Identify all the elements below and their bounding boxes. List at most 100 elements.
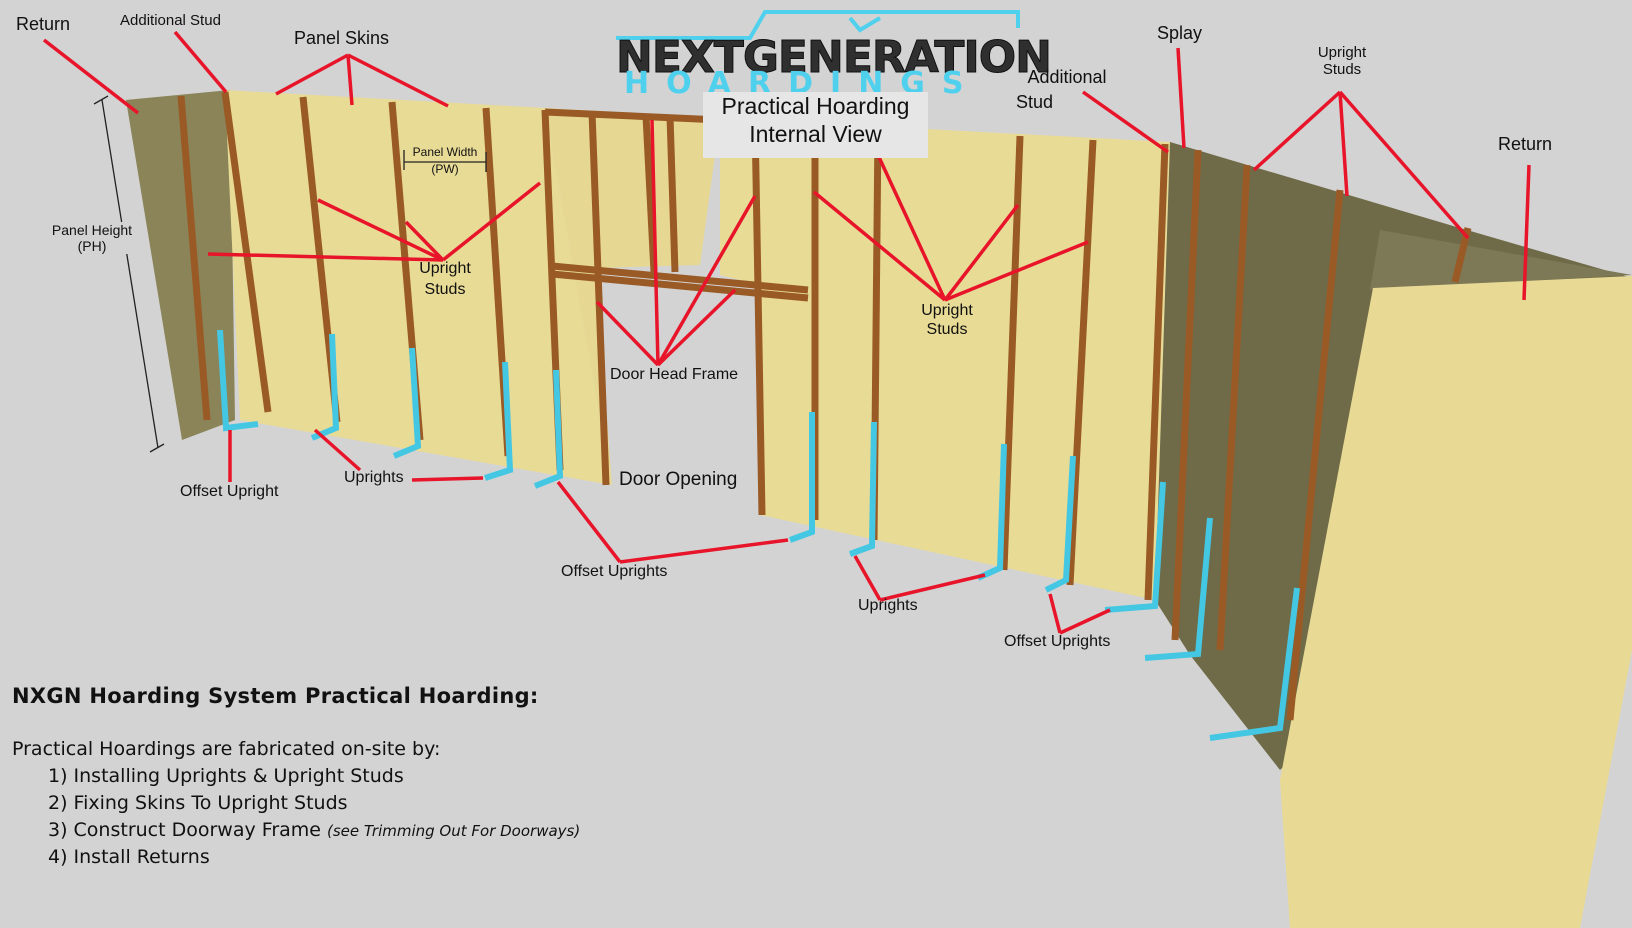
leader-line — [1338, 90, 1470, 240]
leader-line — [656, 195, 757, 366]
notes-step-text: 4) Install Returns — [48, 846, 210, 868]
label-additional-stud-right-1: Additional — [1027, 67, 1107, 87]
wall-panel-left — [225, 90, 612, 485]
stud — [588, 111, 610, 486]
label-panel-width: Panel Width (PW) — [404, 145, 486, 177]
label-upright-studs-right-2: Studs — [1322, 61, 1362, 79]
leader-line — [944, 240, 1089, 302]
dimension-line — [149, 443, 165, 453]
label-upright-studs-right: Upright Studs — [1302, 44, 1382, 79]
stud — [1171, 149, 1202, 641]
label-upright-studs-right-1: Upright — [1317, 44, 1367, 61]
label-offset-uprights-right: Offset Uprights — [1004, 633, 1111, 650]
stud — [1144, 143, 1169, 601]
upright — [217, 329, 259, 432]
label-uprights-right: Uprights — [858, 597, 918, 614]
label-upright-studs-mid-1: Upright — [921, 302, 973, 319]
label-offset-uprights-mid: Offset Uprights — [561, 563, 668, 580]
notes-step-text: 3) Construct Doorway Frame — [48, 819, 321, 841]
door-head-frame — [544, 108, 721, 124]
upright — [1209, 587, 1300, 741]
notes-block: NXGN Hoarding System Practical Hoarding:… — [12, 684, 580, 868]
title-line-2: Internal View — [749, 121, 882, 147]
notes-intro: Practical Hoardings are fabricated on-si… — [12, 738, 441, 760]
label-panel-height: Panel Height (PH) — [40, 222, 144, 255]
label-panel-skins: Panel Skins — [294, 28, 390, 48]
leader-line — [207, 252, 444, 262]
upright — [788, 412, 815, 543]
stud — [1066, 139, 1097, 586]
notes-step: 3) Construct Doorway Frame (see Trimming… — [48, 819, 580, 841]
return-panel-left — [126, 90, 235, 440]
return-panel-right — [1280, 276, 1632, 928]
upright — [484, 361, 514, 481]
title-box: Practical Hoarding Internal View — [703, 92, 928, 158]
leader-line — [1059, 608, 1111, 635]
leader-line — [347, 53, 449, 108]
leader-line — [556, 480, 622, 564]
stud — [1216, 164, 1251, 651]
label-upright-studs-left: Upright Studs — [405, 260, 485, 300]
dimension-line — [101, 99, 159, 449]
leader-line — [812, 190, 947, 302]
upright — [848, 421, 877, 557]
label-panel-height-abbr: (PH) — [77, 238, 107, 255]
notes-step-text: 2) Fixing Skins To Upright Studs — [48, 792, 348, 814]
label-upright-studs-mid-2: Studs — [926, 321, 968, 339]
label-upright-studs-left-2: Studs — [424, 281, 466, 299]
stud — [177, 95, 211, 421]
label-return-right: Return — [1498, 134, 1553, 154]
leader-lines — [42, 30, 1531, 635]
notes-heading: NXGN Hoarding System Practical Hoarding: — [12, 684, 539, 708]
label-splay: Splay — [1157, 23, 1203, 43]
label-offset-upright: Offset Upright — [180, 483, 279, 500]
leader-line — [346, 54, 354, 106]
stud — [221, 91, 272, 413]
logo-wordmark-top: NEXTGENERATION — [615, 32, 1052, 84]
label-upright-studs-mid: Upright Studs — [907, 302, 987, 340]
label-panel-height-text: Panel Height — [51, 222, 133, 238]
label-uprights-left: Uprights — [344, 469, 404, 486]
leader-line — [650, 119, 660, 366]
door-head-frame — [551, 270, 809, 302]
leader-line — [943, 203, 1020, 302]
upright — [1044, 455, 1076, 593]
leader-line — [876, 154, 947, 301]
notes-step: 4) Install Returns — [48, 846, 580, 868]
leader-line — [441, 181, 542, 262]
leader-line — [595, 300, 660, 367]
leader-line — [411, 476, 484, 482]
leader-line — [1252, 90, 1342, 172]
notes-step: 1) Installing Uprights & Upright Studs — [48, 765, 580, 787]
studs — [177, 91, 1472, 721]
leader-line — [1048, 593, 1062, 634]
label-panel-width-text: Panel Width — [412, 145, 478, 159]
uprights — [217, 329, 1300, 741]
leader-line — [1176, 47, 1186, 149]
leader-line — [275, 53, 349, 96]
dimension-line — [93, 95, 109, 105]
stud — [666, 115, 679, 273]
logo-graphic — [616, 10, 1020, 40]
label-upright-studs-left-1: Upright — [419, 260, 471, 277]
dimension-lines — [93, 95, 487, 453]
leader-line — [619, 538, 789, 564]
label-panel-width-abbr: (PW) — [431, 161, 459, 176]
leader-line — [879, 573, 986, 602]
leader-line — [1338, 91, 1349, 197]
notes-step: 2) Fixing Skins To Upright Studs — [48, 792, 580, 814]
label-additional-stud-left: Additional Stud — [120, 12, 221, 29]
leader-line — [656, 288, 737, 367]
leader-line — [42, 38, 140, 115]
leader-line — [1081, 90, 1170, 154]
leader-line — [317, 198, 444, 262]
wall-panel-mid — [720, 118, 1170, 600]
notes-step-text: 1) Installing Uprights & Upright Studs — [48, 765, 404, 787]
label-additional-stud-right: Additional Stud — [1016, 67, 1118, 112]
leader-line — [173, 30, 228, 94]
door-opening — [596, 268, 760, 515]
splay-panel-far — [1370, 230, 1632, 290]
notes-step-note: (see Trimming Out For Doorways) — [327, 822, 581, 840]
label-door-opening: Door Opening — [619, 469, 738, 490]
